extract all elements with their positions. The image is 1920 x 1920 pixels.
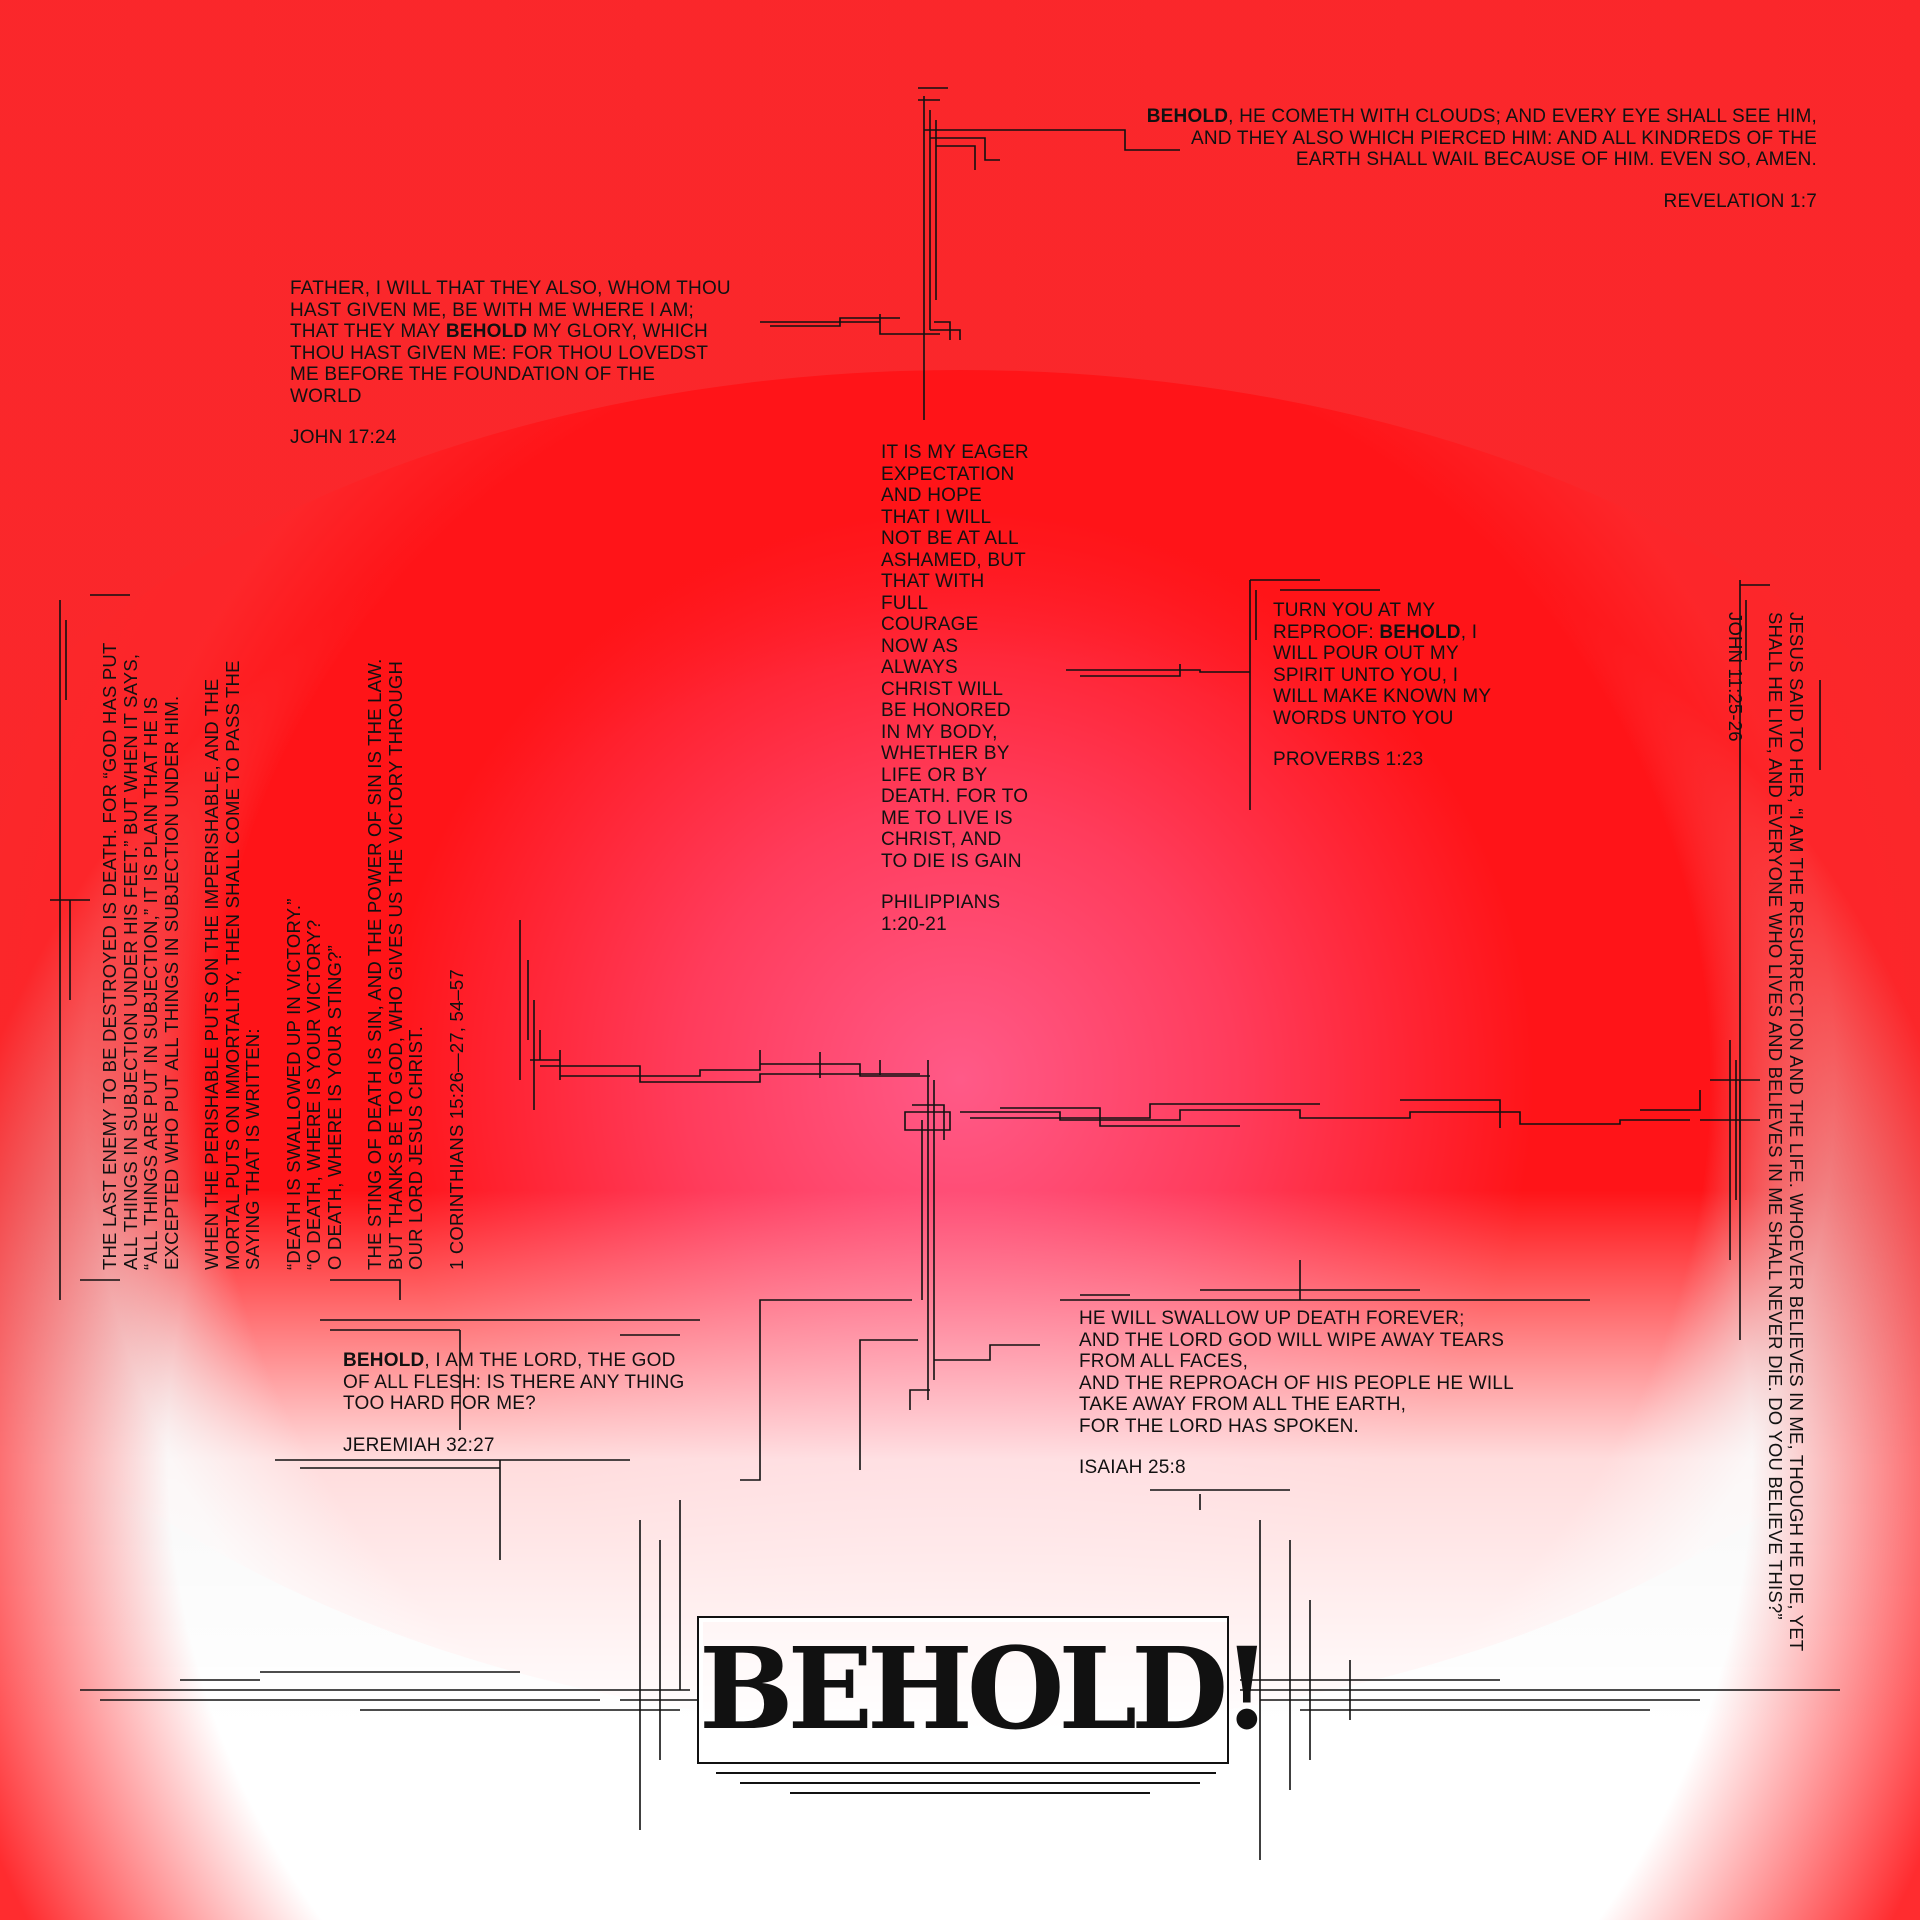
bottom-left-lines [80,1500,700,1830]
center-box [904,1104,951,1140]
proverbs-reference: PROVERBS 1:23 [1273,749,1424,770]
proverbs-body-2: , I WILL POUR OUT MY SPIRIT UNTO YOU, I … [1273,621,1491,729]
corinthians-para1: THE LAST ENEMY TO BE DESTROYED IS DEATH.… [99,642,182,1270]
behold-bold: BEHOLD [1379,621,1461,643]
corinthians-para3-line1: “DEATH IS SWALLOWED UP IN VICTORY.” [282,898,304,1270]
right-arm-line [960,1090,1701,1128]
john17-reference: JOHN 17:24 [290,427,397,448]
revelation-text: BEHOLD, HE COMETH WITH CLOUDS; AND EVERY… [1145,106,1817,171]
behold-bold: BEHOLD [1146,106,1229,127]
jeremiah-body: , I AM THE LORD, THE GOD OF ALL FLESH: I… [343,1350,685,1414]
jeremiah-reference: JEREMIAH 32:27 [343,1434,495,1456]
isaiah-line3: AND THE REPROACH OF HIS PEOPLE HE WILL T… [1079,1372,1514,1416]
revelation-body: , HE COMETH WITH CLOUDS; AND EVERY EYE S… [1190,106,1817,170]
verse-isaiah: HE WILL SWALLOW UP DEATH FOREVER; AND TH… [1079,1308,1559,1479]
proverbs-body-1: TURN YOU AT MY REPROOF: [1273,600,1435,643]
behold-bold: BEHOLD [343,1350,425,1371]
poster-title: BEHOLD! [699,1624,1271,1755]
verse-corinthians: THE LAST ENEMY TO BE DESTROYED IS DEATH.… [99,630,467,1270]
title-underline-2 [740,1782,1200,1784]
title-frame: BEHOLD! [697,1616,1271,1764]
john17-body-2: MY GLORY, WHICH THOU HAST GIVEN ME: FOR … [290,321,708,407]
isaiah-reference: ISAIAH 25:8 [1079,1457,1186,1478]
corinthians-ornaments [50,594,130,1300]
isaiah-ornaments [1060,1260,1590,1510]
left-arm-line [530,1050,930,1083]
left-arm-verticals [519,920,541,1110]
verse-proverbs: TURN YOU AT MY REPROOF: BEHOLD, I WILL P… [1273,600,1493,771]
jeremiah-text: BEHOLD, I AM THE LORD, THE GOD OF ALL FL… [343,1350,693,1415]
isaiah-line2: AND THE LORD GOD WILL WIPE AWAY TEARS FR… [1079,1329,1505,1373]
verse-john11: JESUS SAID TO HER, “I AM THE RESURRECTIO… [1725,612,1807,1652]
john11-reference: JOHN 11:25-26 [1725,612,1746,742]
revelation-reference: REVELATION 1:7 [1663,190,1817,212]
corinthians-para3-line3: O DEATH, WHERE IS YOUR STING?” [323,945,345,1270]
corinthians-reference: 1 CORINTHIANS 15:26—27, 54–57 [445,969,467,1270]
proverbs-text: TURN YOU AT MY REPROOF: BEHOLD, I WILL P… [1273,600,1493,729]
verse-revelation: BEHOLD, HE COMETH WITH CLOUDS; AND EVERY… [1145,106,1817,212]
bottom-right-lines [1240,1520,1840,1860]
top-left-arm [760,314,961,340]
proverbs-bracket [1066,579,1380,810]
top-vertical-line [918,87,1180,420]
corinthians-para2: WHEN THE PERISHABLE PUTS ON THE IMPERISH… [201,660,263,1270]
john11-bracket [1739,580,1821,1340]
center-vertical-line [740,1060,1040,1481]
verse-philippians: IT IS MY EAGER EXPECTATION AND HOPE THAT… [881,442,1029,935]
title-underline-3 [790,1792,1150,1794]
title-underline-1 [716,1772,1216,1774]
john11-text: JESUS SAID TO HER, “I AM THE RESURRECTIO… [1765,612,1808,1652]
verse-john17: FATHER, I WILL THAT THEY ALSO, WHOM THOU… [290,278,732,449]
jeremiah-ornaments [275,1279,700,1560]
isaiah-line4: FOR THE LORD HAS SPOKEN. [1079,1415,1360,1437]
philippians-reference: PHILIPPIANS 1:20-21 [881,892,1001,935]
john17-text: FATHER, I WILL THAT THEY ALSO, WHOM THOU… [290,278,732,407]
corinthians-para3-line2: “O DEATH, WHERE IS YOUR VICTORY? [303,919,324,1270]
verse-jeremiah: BEHOLD, I AM THE LORD, THE GOD OF ALL FL… [343,1350,693,1456]
behold-bold: BEHOLD [445,321,528,342]
corinthians-para4: THE STING OF DEATH IS SIN, AND THE POWER… [364,658,426,1270]
philippians-text: IT IS MY EAGER EXPECTATION AND HOPE THAT… [881,442,1029,872]
john17-body-1: FATHER, I WILL THAT THEY ALSO, WHOM THOU… [290,278,731,342]
isaiah-line1: HE WILL SWALLOW UP DEATH FOREVER; [1079,1308,1465,1329]
